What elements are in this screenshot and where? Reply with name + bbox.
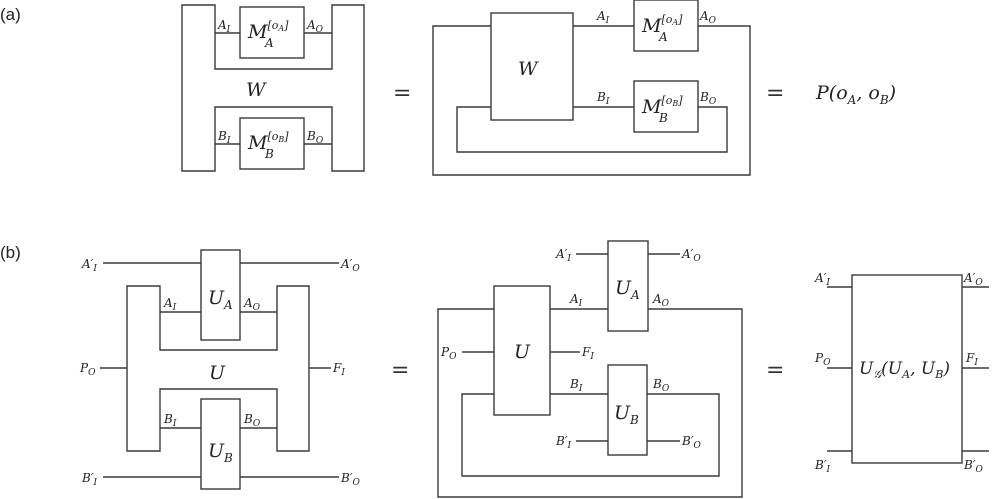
box-label: UB	[208, 440, 233, 465]
wires	[827, 286, 989, 452]
wire-label: AI	[217, 18, 231, 35]
box-label: UA	[615, 277, 640, 302]
probability-label: P(oA, oB)	[815, 82, 896, 107]
inner-loop	[461, 393, 720, 477]
wire-label: AO	[306, 18, 324, 35]
equals-sign: =	[766, 81, 784, 106]
wire-label: AI	[596, 9, 610, 26]
ub-box	[607, 364, 648, 456]
w-label: W	[246, 79, 267, 101]
wire-label: FI	[332, 361, 345, 378]
labels-layer: M[oA]A M[oB]B M[oA]A M[oB]B AI AO BI BO AI AO BI BO…	[79, 9, 984, 488]
a-right-diagram	[432, 0, 751, 176]
ua-box	[200, 249, 241, 341]
equals-sign: =	[391, 358, 409, 383]
wire-label: B′O	[963, 458, 984, 475]
wire-label: FI	[965, 351, 978, 368]
wire-label: BO	[306, 129, 324, 146]
wire-label: BI	[569, 377, 583, 394]
outer-loop	[432, 25, 751, 176]
wire-label: A′I	[814, 271, 830, 288]
equals-sign: =	[393, 81, 411, 106]
w-label: W	[518, 58, 539, 80]
wire-label: A′O	[963, 271, 983, 288]
u-box	[493, 285, 551, 416]
wire-label: PO	[814, 351, 831, 368]
wire-label: PO	[440, 345, 457, 362]
wires	[100, 262, 339, 478]
wire-label: AO	[243, 296, 261, 313]
b-result-diagram	[827, 274, 989, 464]
box-label: U	[514, 341, 531, 363]
ma-label: M[oA]A	[247, 19, 289, 50]
wire-label: BO	[699, 90, 717, 107]
wire-label: PO	[79, 361, 96, 378]
wire-label: BI	[163, 412, 177, 429]
wire-label: B′O	[340, 471, 361, 488]
wire-label: A′O	[681, 247, 701, 264]
wire-label: AI	[569, 292, 583, 309]
mb-label: M[oB]B	[247, 130, 289, 161]
ma-label: M[oA]A	[641, 13, 683, 44]
wires	[462, 253, 680, 442]
box-label: U	[209, 362, 226, 384]
ub-box	[200, 398, 241, 490]
wire-label: B′O	[681, 434, 702, 451]
panel-label-a: (a)	[0, 5, 21, 24]
wire-label: BI	[217, 129, 231, 146]
mb-label: M[oB]B	[641, 94, 683, 125]
wire-label: AO	[699, 9, 717, 26]
ug-label: U𝒢(UA, UB)	[859, 359, 950, 381]
wire-label: BO	[652, 377, 670, 394]
wire-label: B′I	[555, 434, 572, 451]
inner-loop	[456, 106, 728, 153]
box-label: UB	[614, 402, 639, 427]
wires	[215, 32, 332, 145]
wire-label: A′I	[81, 257, 97, 274]
panel-label-b: (b)	[0, 243, 21, 262]
b-right-diagram	[437, 240, 743, 498]
wire-label: B′I	[81, 471, 98, 488]
a-left-diagram	[181, 4, 365, 172]
u-comb-shape	[126, 285, 310, 452]
wire-label: A′O	[340, 257, 360, 274]
wire-label: B′I	[814, 458, 831, 475]
equals-sign: =	[766, 358, 784, 383]
wire-label: A′I	[555, 247, 571, 264]
w-comb-shape	[181, 4, 365, 172]
box-label: UA	[208, 287, 233, 312]
wire-label: BO	[243, 412, 261, 429]
wire-label: AO	[652, 292, 670, 309]
wire-label: FI	[581, 345, 594, 362]
b-left-diagram	[100, 249, 339, 490]
wire-label: BI	[596, 90, 610, 107]
outer-loop	[437, 308, 743, 498]
ua-box	[607, 240, 649, 332]
w-box	[490, 12, 574, 121]
ug-box	[851, 274, 963, 464]
wire-label: AI	[163, 296, 177, 313]
